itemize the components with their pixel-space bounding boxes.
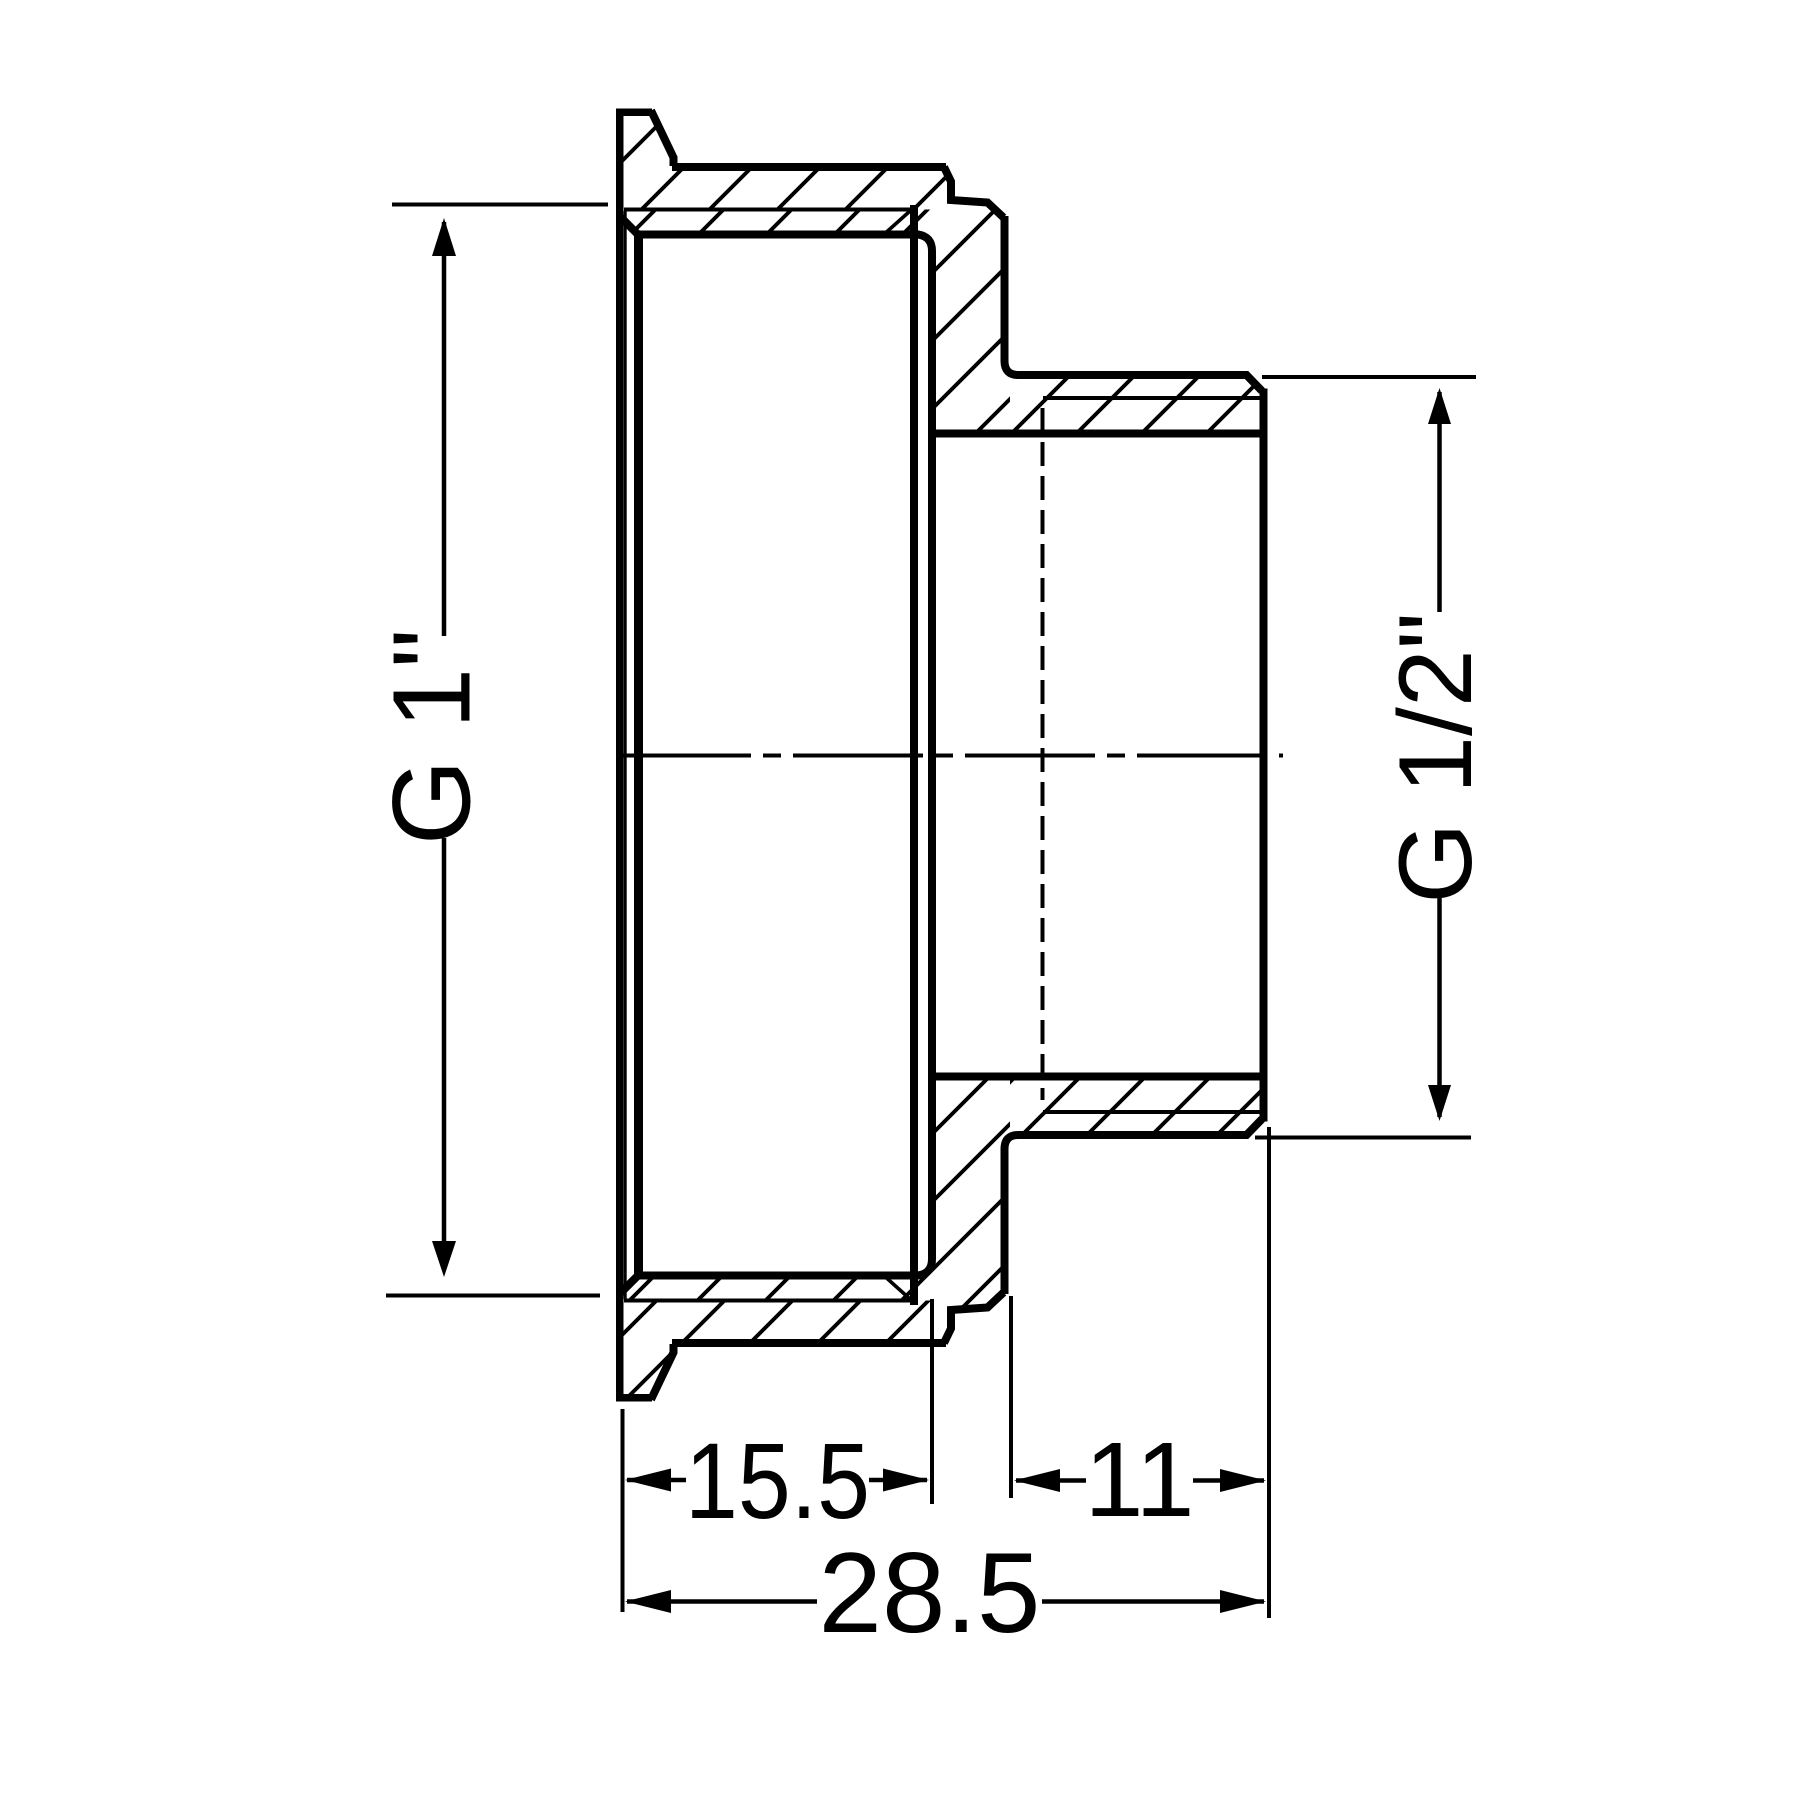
svg-text:G 1": G 1" — [371, 629, 494, 845]
svg-text:28.5: 28.5 — [819, 1530, 1041, 1657]
svg-text:G 1/2": G 1/2" — [1378, 612, 1494, 903]
svg-text:15.5: 15.5 — [685, 1420, 870, 1541]
svg-text:11: 11 — [1084, 1421, 1194, 1539]
